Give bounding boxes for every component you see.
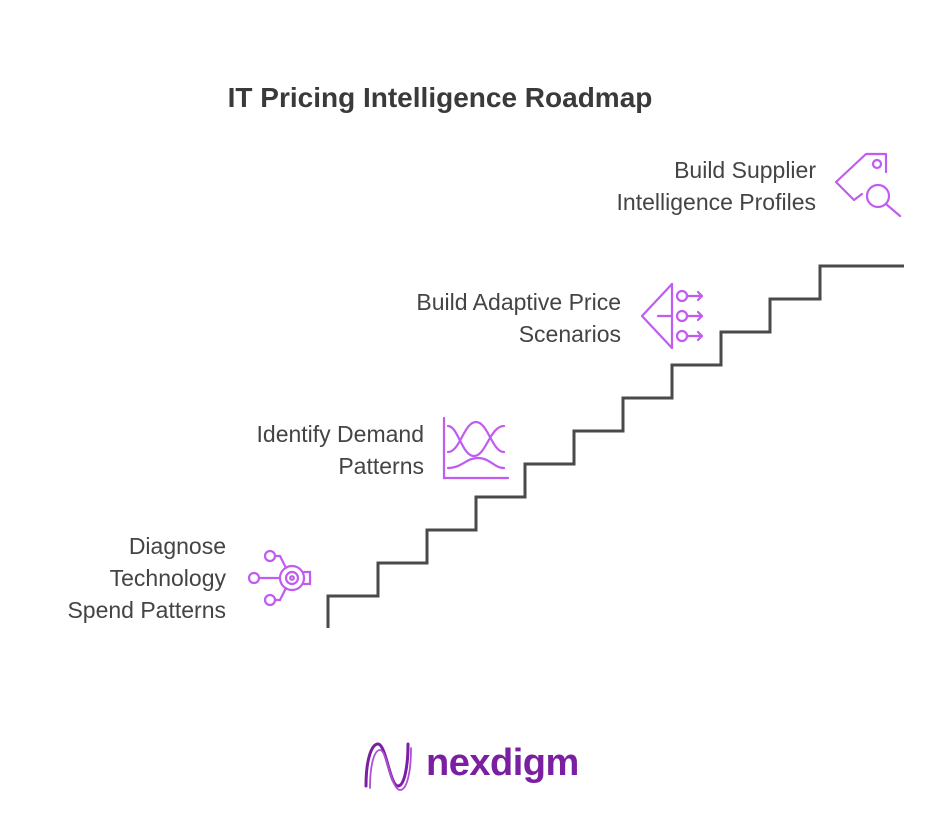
decision-branch-icon	[640, 282, 704, 350]
nexdigm-logo-mark-icon	[364, 742, 412, 791]
step-2-line-2: Patterns	[338, 453, 424, 479]
nexdigm-logo: nexdigm	[360, 738, 580, 794]
circuit-target-icon	[247, 549, 312, 607]
wave-chart-icon	[442, 416, 510, 480]
step-3-line-2: Scenarios	[518, 321, 621, 347]
logo-text: nexdigm	[426, 742, 579, 784]
step-3-line-1: Build Adaptive Price	[416, 289, 621, 315]
step-4-line-1: Build Supplier	[674, 157, 816, 183]
step-label-build-supplier: Build Supplier Intelligence Profiles	[560, 154, 816, 218]
step-label-build-scenarios: Build Adaptive Price Scenarios	[340, 286, 621, 350]
step-1-line-1: Diagnose	[128, 533, 226, 559]
step-label-diagnose: Diagnose Technology Spend Patterns	[20, 530, 226, 626]
step-1-line-2: Technology	[109, 565, 226, 591]
page-title: IT Pricing Intelligence Roadmap	[227, 82, 653, 113]
step-1-line-3: Spend Patterns	[67, 597, 226, 623]
price-tag-search-icon	[834, 152, 902, 218]
step-label-identify: Identify Demand Patterns	[180, 418, 424, 482]
step-4-line-2: Intelligence Profiles	[616, 189, 816, 215]
step-2-line-1: Identify Demand	[256, 421, 424, 447]
